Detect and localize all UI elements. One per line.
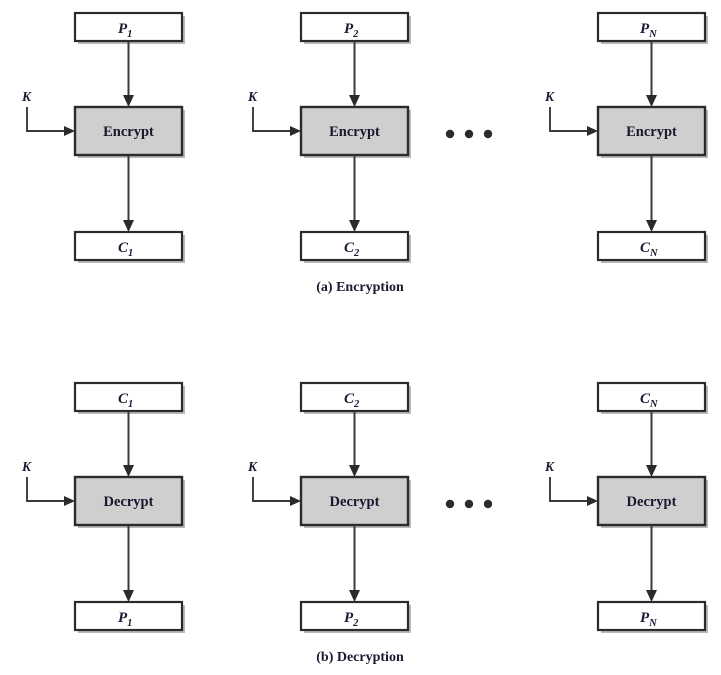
encryption-column-2: P2 Encrypt K C2 bbox=[247, 11, 411, 263]
arrowhead-key-1 bbox=[64, 126, 75, 136]
ciphertext-label-2: C2 bbox=[344, 240, 360, 259]
arrowhead-down-dec-2 bbox=[349, 465, 360, 477]
decrypt-box-2: Decrypt bbox=[299, 475, 411, 528]
arrowhead-down-1 bbox=[123, 95, 134, 107]
caption-encryption: (a) Encryption bbox=[316, 280, 404, 295]
plaintext-output-label-2: P2 bbox=[344, 610, 359, 629]
ciphertext-input-label-1: C1 bbox=[118, 391, 133, 410]
key-input-dec-n: K bbox=[544, 459, 598, 506]
encryption-section: P1 Encrypt K bbox=[21, 11, 708, 295]
arrowhead-down-out-1 bbox=[123, 220, 134, 232]
arrowhead-key-dec-1 bbox=[64, 496, 75, 506]
plaintext-label-n: PN bbox=[640, 21, 657, 40]
ciphertext-input-box-2: C2 bbox=[299, 381, 411, 414]
key-input-dec-2: K bbox=[247, 459, 301, 506]
plaintext-output-label-n: PN bbox=[640, 610, 657, 629]
encrypt-box-2: Encrypt bbox=[299, 105, 411, 158]
decryption-column-1: C1 Decrypt K P1 bbox=[21, 381, 185, 633]
arrowhead-key-dec-n bbox=[587, 496, 598, 506]
arrowhead-down-dec-n bbox=[646, 465, 657, 477]
key-label-2: K bbox=[247, 89, 258, 104]
ciphertext-box-n: CN bbox=[596, 230, 708, 263]
ciphertext-label-1: C1 bbox=[118, 240, 133, 259]
key-input-dec-1: K bbox=[21, 459, 75, 506]
plaintext-output-box-1: P1 bbox=[73, 600, 185, 633]
ellipsis-dot bbox=[445, 499, 455, 509]
decrypt-box-label-1: Decrypt bbox=[104, 494, 154, 510]
key-elbow-path-1 bbox=[26, 107, 66, 132]
plaintext-box-n: PN bbox=[596, 11, 708, 44]
ciphertext-input-label-n: CN bbox=[640, 391, 658, 410]
encrypt-box-1: Encrypt bbox=[73, 105, 185, 158]
encrypt-box-n: Encrypt bbox=[596, 105, 708, 158]
key-input-n: K bbox=[544, 89, 598, 136]
key-elbow-path-n bbox=[549, 107, 589, 132]
key-input-1: K bbox=[21, 89, 75, 136]
ciphertext-input-box-n: CN bbox=[596, 381, 708, 414]
key-label-dec-2: K bbox=[247, 459, 258, 474]
plaintext-output-box-n: PN bbox=[596, 600, 708, 633]
encryption-column-n: PN Encrypt K CN bbox=[544, 11, 708, 263]
encrypt-box-label-1: Encrypt bbox=[103, 124, 154, 140]
plaintext-box-1: P1 bbox=[73, 11, 185, 44]
key-elbow-path-dec-n bbox=[549, 477, 589, 502]
arrowhead-down-n bbox=[646, 95, 657, 107]
plaintext-box-2: P2 bbox=[299, 11, 411, 44]
arrowhead-key-n bbox=[587, 126, 598, 136]
key-input-2: K bbox=[247, 89, 301, 136]
ellipsis-dot bbox=[483, 129, 493, 139]
arrowhead-key-2 bbox=[290, 126, 301, 136]
decrypt-box-label-2: Decrypt bbox=[330, 494, 380, 510]
ellipsis-dot bbox=[464, 499, 474, 509]
key-label-dec-n: K bbox=[544, 459, 555, 474]
ciphertext-input-box-1: C1 bbox=[73, 381, 185, 414]
plaintext-label-1: P1 bbox=[118, 21, 132, 40]
decrypt-box-label-n: Decrypt bbox=[627, 494, 677, 510]
key-label-n: K bbox=[544, 89, 555, 104]
caption-decryption: (b) Decryption bbox=[316, 650, 404, 665]
decryption-section: C1 Decrypt K P1 bbox=[21, 381, 708, 665]
encryption-ellipsis bbox=[445, 129, 493, 139]
ciphertext-label-n: CN bbox=[640, 240, 658, 259]
key-elbow-path-dec-1 bbox=[26, 477, 66, 502]
ciphertext-input-label-2: C2 bbox=[344, 391, 360, 410]
arrowhead-down-dec-1 bbox=[123, 465, 134, 477]
encrypt-box-label-n: Encrypt bbox=[626, 124, 677, 140]
plaintext-output-box-2: P2 bbox=[299, 600, 411, 633]
ciphertext-box-2: C2 bbox=[299, 230, 411, 263]
arrowhead-down-dec-out-2 bbox=[349, 590, 360, 602]
ellipsis-dot bbox=[483, 499, 493, 509]
key-elbow-path-dec-2 bbox=[252, 477, 292, 502]
arrowhead-key-dec-2 bbox=[290, 496, 301, 506]
plaintext-output-label-1: P1 bbox=[118, 610, 132, 629]
arrowhead-down-dec-out-n bbox=[646, 590, 657, 602]
ciphertext-box-1: C1 bbox=[73, 230, 185, 263]
decryption-column-n: CN Decrypt K PN bbox=[544, 381, 708, 633]
arrowhead-down-dec-out-1 bbox=[123, 590, 134, 602]
ellipsis-dot bbox=[464, 129, 474, 139]
encrypt-box-label-2: Encrypt bbox=[329, 124, 380, 140]
decryption-column-2: C2 Decrypt K P2 bbox=[247, 381, 411, 633]
decryption-ellipsis bbox=[445, 499, 493, 509]
decrypt-box-n: Decrypt bbox=[596, 475, 708, 528]
key-label-dec-1: K bbox=[21, 459, 32, 474]
arrowhead-down-out-2 bbox=[349, 220, 360, 232]
decrypt-box-1: Decrypt bbox=[73, 475, 185, 528]
key-elbow-path-2 bbox=[252, 107, 292, 132]
plaintext-label-2: P2 bbox=[344, 21, 359, 40]
encryption-column-1: P1 Encrypt K bbox=[21, 11, 185, 263]
arrowhead-down-2 bbox=[349, 95, 360, 107]
key-label-1: K bbox=[21, 89, 32, 104]
ellipsis-dot bbox=[445, 129, 455, 139]
arrowhead-down-out-n bbox=[646, 220, 657, 232]
